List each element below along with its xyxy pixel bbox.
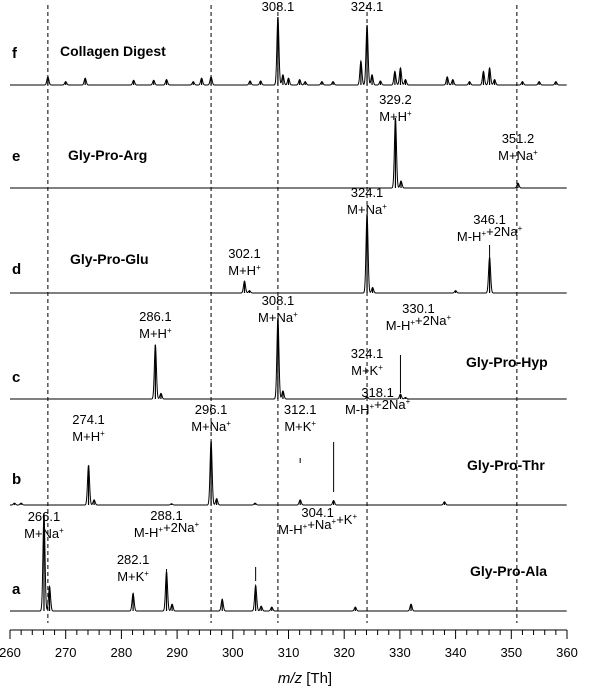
panel-c: c Gly-Pro-Hyp 286.1M+H+ 308.1M+Na+ 324.1M+K+…: [10, 293, 567, 400]
spectrum-trace: [10, 440, 567, 506]
peak-label: 312.1: [284, 402, 317, 417]
peak-label: 324.1: [351, 0, 384, 14]
x-tick-label: 350: [500, 645, 522, 660]
peak-label: 308.1: [262, 0, 295, 14]
peak-label: M-H++2Na+: [457, 224, 523, 244]
x-axis-title-unit: [Th]: [302, 670, 332, 687]
peak-label: 286.1: [139, 309, 172, 324]
spectrum-panels: aGly-Pro-Ala266.1M+Na+282.1M+K+288.1M-H+…: [10, 0, 567, 612]
x-axis: 260 270 280 290 300 310 320 330 340 350 360: [0, 629, 578, 660]
peak-label: 346.1: [473, 212, 506, 227]
panel-letter: c: [12, 369, 20, 386]
peak-label: M+H+: [379, 109, 412, 124]
panel-a: aGly-Pro-Ala266.1M+Na+282.1M+K+288.1M-H+…: [10, 505, 567, 612]
peak-label: 304.1: [301, 505, 334, 520]
x-tick-label: 320: [333, 645, 355, 660]
panel-letter: a: [12, 581, 21, 598]
peak-label: 330.1: [402, 301, 435, 316]
peak-label: M+K+: [284, 419, 316, 434]
peak-label: M-H++Na++K+: [278, 512, 357, 537]
peak-label: 351.2: [502, 131, 535, 146]
spectrum-trace: [10, 317, 567, 400]
peak-label: 329.2: [379, 92, 412, 107]
x-tick-label: 310: [278, 645, 300, 660]
panel-title: Collagen Digest: [60, 43, 166, 59]
panel-letter: e: [12, 148, 20, 165]
peak-label: 266.1: [28, 509, 61, 524]
peak-label: M-H++2Na+: [134, 520, 200, 540]
peak-label: M-H++2Na+: [345, 397, 411, 417]
spectrum-trace: [10, 117, 567, 189]
spectrum-trace: [10, 213, 567, 294]
panel-d: d Gly-Pro-Glu 302.1M+H+ 324.1M+Na+ 346.1M-H+…: [10, 185, 567, 294]
x-tick-label: 260: [0, 645, 21, 660]
panel-letter: b: [12, 471, 21, 488]
peak-label: M+H+: [228, 263, 261, 278]
x-tick-label: 360: [556, 645, 578, 660]
x-tick-label: 290: [166, 645, 188, 660]
peak-label: M+H+: [72, 429, 105, 444]
peak-label: M+Na+: [347, 202, 387, 217]
panel-e: e Gly-Pro-Arg 329.2M+H+ 351.2M+Na+: [10, 92, 567, 189]
panel-title: Gly-Pro-Arg: [68, 147, 147, 163]
panel-b: b Gly-Pro-Thr 274.1M+H+ 296.1M+Na+ 312.1M+K+…: [10, 385, 567, 506]
peak-label: M+H+: [139, 326, 172, 341]
x-tick-label: 340: [445, 645, 467, 660]
panel-letter: d: [12, 261, 21, 278]
x-tick-label: 330: [389, 645, 411, 660]
reference-lines: [47, 5, 518, 623]
peak-label: M+K+: [117, 569, 149, 584]
x-tick-label: 280: [111, 645, 133, 660]
panel-title: Gly-Pro-Ala: [470, 563, 547, 579]
peak-label: 296.1: [195, 402, 228, 417]
peak-label: 324.1: [351, 185, 384, 200]
x-axis-title-italic: m/z: [278, 670, 303, 687]
peak-label: 318.1: [361, 385, 394, 400]
peak-label: M+K+: [351, 363, 383, 378]
peak-label: M-H++2Na+: [386, 313, 452, 333]
peak-label: 324.1: [351, 346, 384, 361]
peak-label: 274.1: [72, 412, 105, 427]
panel-title: Gly-Pro-Glu: [70, 251, 149, 267]
x-axis-title: m/z [Th]: [278, 670, 332, 687]
peak-label: M+Na+: [24, 526, 64, 541]
peak-label: 302.1: [228, 246, 261, 261]
panel-title: Gly-Pro-Thr: [467, 457, 545, 473]
peak-label: M+Na+: [498, 148, 538, 163]
panel-letter: f: [12, 45, 18, 62]
peak-label: 288.1: [150, 508, 183, 523]
spectrum-trace: [10, 512, 567, 612]
x-tick-label: 270: [55, 645, 77, 660]
panel-title: Gly-Pro-Hyp: [466, 354, 548, 370]
peak-label: M+Na+: [191, 419, 231, 434]
x-tick-label: 300: [222, 645, 244, 660]
peak-label: 282.1: [117, 552, 150, 567]
panel-f: f Collagen Digest 308.1 324.1: [10, 0, 567, 86]
peak-label: M+Na+: [258, 310, 298, 325]
peak-label: 308.1: [262, 293, 295, 308]
